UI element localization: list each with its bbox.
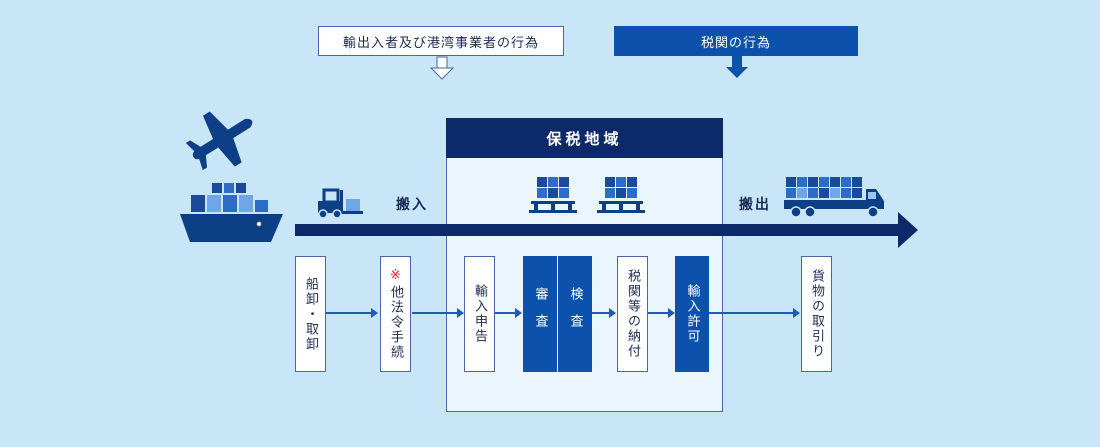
step-examination-label: 審査 bbox=[532, 287, 548, 341]
cargo-ship-icon bbox=[180, 183, 283, 242]
truck-icon bbox=[784, 177, 884, 218]
step-cargo-pickup: 貨物の取引り bbox=[801, 256, 832, 372]
step-unloading-label: 船卸・取卸 bbox=[303, 276, 318, 352]
connector-arrowhead bbox=[515, 308, 522, 318]
forklift-icon bbox=[318, 188, 363, 219]
step-unloading: 船卸・取卸 bbox=[295, 256, 326, 372]
connector-arrowhead bbox=[668, 308, 675, 318]
carry-out-label: 搬出 bbox=[739, 197, 771, 213]
connector-arrowhead bbox=[371, 308, 378, 318]
connector-arrowhead bbox=[457, 308, 464, 318]
step-inspection-label: 検査 bbox=[567, 287, 583, 341]
step-inspection: 検査 bbox=[558, 256, 592, 372]
legend-trader-arrow-icon bbox=[429, 56, 455, 80]
step-import-declaration: 輸入申告 bbox=[464, 256, 495, 372]
bonded-area-title: 保税地域 bbox=[446, 118, 723, 158]
legend-trader-actions: 輸出入者及び港湾事業者の行為 bbox=[318, 26, 564, 56]
step-examination: 審査 bbox=[523, 256, 557, 372]
step-other-laws-label: 他法令手続 bbox=[388, 285, 403, 360]
step-tax-payment: 税関等の納付 bbox=[617, 256, 648, 372]
main-flow-arrow bbox=[295, 212, 918, 248]
step-import-declaration-label: 輸入申告 bbox=[472, 284, 487, 344]
airplane-icon bbox=[185, 111, 253, 171]
carry-in-label: 搬入 bbox=[396, 197, 428, 213]
legend-customs-arrow-icon bbox=[726, 56, 748, 78]
step-other-laws-text: ※他法令手続 bbox=[386, 268, 405, 360]
pallet-icon bbox=[529, 177, 577, 213]
step-import-permit: 輸入許可 bbox=[675, 256, 709, 372]
step-cargo-pickup-label: 貨物の取引り bbox=[809, 269, 824, 359]
connector-arrowhead bbox=[609, 308, 616, 318]
step-tax-payment-label: 税関等の納付 bbox=[625, 269, 640, 359]
step-other-laws: ※他法令手続 bbox=[380, 256, 411, 372]
pallet-icon bbox=[597, 177, 645, 213]
step-other-laws-mark: ※ bbox=[388, 268, 403, 285]
connector-arrowhead bbox=[793, 308, 800, 318]
step-import-permit-label: 輸入許可 bbox=[684, 284, 700, 344]
legend-customs-actions: 税関の行為 bbox=[614, 26, 858, 56]
step-connectors bbox=[326, 308, 800, 318]
